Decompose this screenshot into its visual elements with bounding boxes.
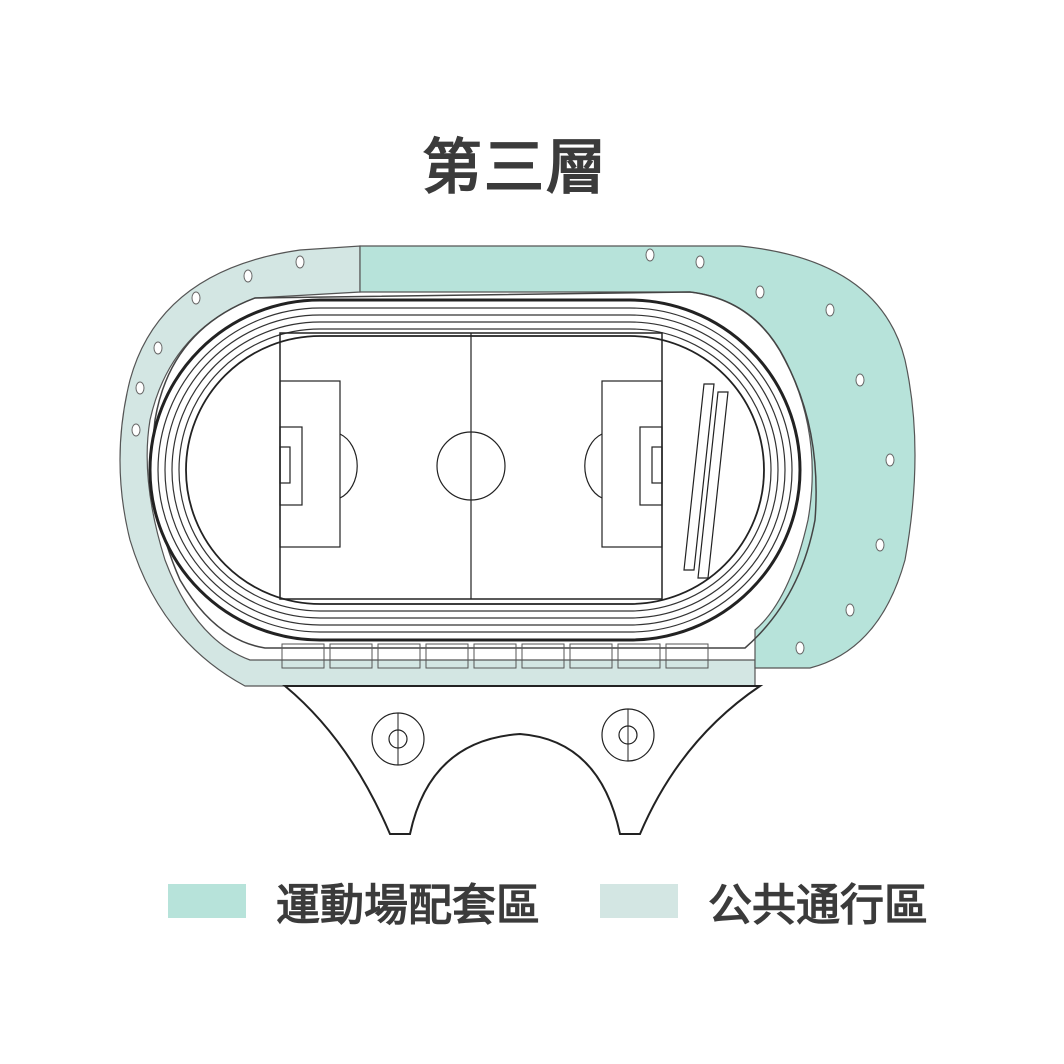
entrance-podium: [282, 685, 764, 835]
track-lane-3: [171, 321, 779, 619]
legend: 運動場配套區 公共通行區: [0, 866, 1064, 936]
legend-item-public-circulation: 公共通行區: [600, 866, 928, 936]
jump-runway: [683, 383, 715, 571]
track-lane-4: [178, 328, 772, 612]
legend-swatch-sports-support: [168, 884, 246, 918]
jump-pit: [697, 391, 729, 579]
track-lane-1: [157, 307, 793, 633]
seating-band: [152, 291, 817, 649]
legend-label-sports-support: 運動場配套區: [276, 880, 540, 931]
right-goal: [651, 446, 663, 484]
left-penalty-arc: [339, 433, 358, 499]
legend-label-public-circulation: 公共通行區: [708, 880, 928, 931]
right-penalty-arc: [584, 433, 603, 499]
centre-circle: [436, 431, 506, 501]
legend-swatch-public-circulation: [600, 884, 678, 918]
track-lane-2: [164, 314, 786, 626]
seating-blocks-bottom: [281, 643, 709, 669]
column-dots: [131, 248, 895, 655]
page-title: 第三層: [422, 133, 608, 203]
left-goal: [279, 446, 291, 484]
legend-item-sports-support: 運動場配套區: [168, 866, 540, 936]
track-inner: [185, 335, 765, 605]
